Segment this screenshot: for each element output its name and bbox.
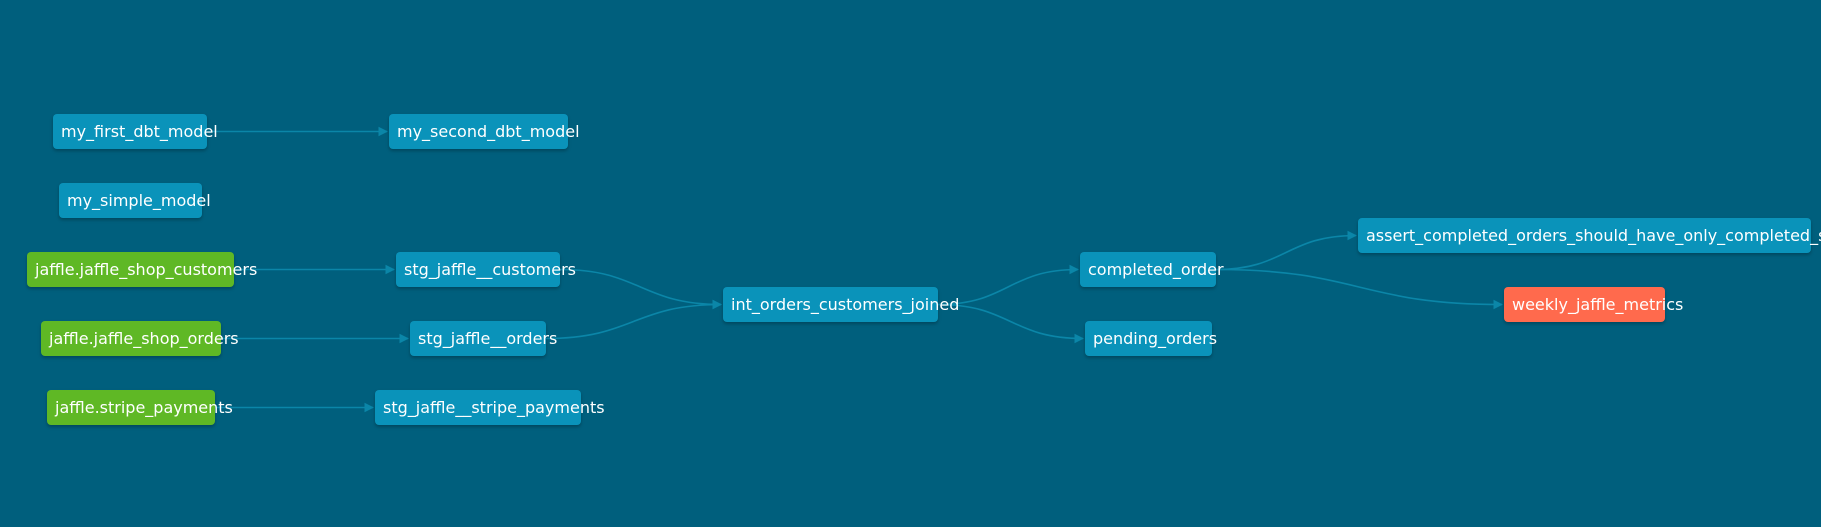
node-my-second-dbt-model[interactable]: my_second_dbt_model xyxy=(389,114,580,149)
node-int-orders-customers-joined[interactable]: int_orders_customers_joined xyxy=(723,287,959,322)
node-source-jaffle-shop-customers[interactable]: jaffle.jaffle_shop_customers xyxy=(27,252,257,287)
node-completed-order[interactable]: completed_order xyxy=(1080,252,1224,287)
node-my-simple-model[interactable]: my_simple_model xyxy=(59,183,211,218)
edge-stg_orders-to-int_joined xyxy=(545,299,722,340)
edge-stg_customers-to-int_joined xyxy=(559,268,722,310)
node-source-stripe-payments[interactable]: jaffle.stripe_payments xyxy=(47,390,233,425)
node-stg-jaffle-customers[interactable]: stg_jaffle__customers xyxy=(396,252,576,287)
node-source-jaffle-shop-orders[interactable]: jaffle.jaffle_shop_orders xyxy=(41,321,239,356)
edge-completed_order-to-assert_test xyxy=(1215,230,1357,271)
node-weekly-jaffle-metrics[interactable]: weekly_jaffle_metrics xyxy=(1504,287,1683,322)
node-stg-jaffle-stripe-payments[interactable]: stg_jaffle__stripe_payments xyxy=(375,390,605,425)
edge-int_joined-to-pending_orders xyxy=(937,303,1084,344)
edge-completed_order-to-weekly_metrics xyxy=(1215,268,1503,310)
node-assert-completed-orders-test[interactable]: assert_completed_orders_should_have_only… xyxy=(1358,218,1821,253)
node-stg-jaffle-orders[interactable]: stg_jaffle__orders xyxy=(410,321,557,356)
edge-int_joined-to-completed_order xyxy=(937,264,1079,306)
node-my-first-dbt-model[interactable]: my_first_dbt_model xyxy=(53,114,218,149)
node-pending-orders[interactable]: pending_orders xyxy=(1085,321,1217,356)
